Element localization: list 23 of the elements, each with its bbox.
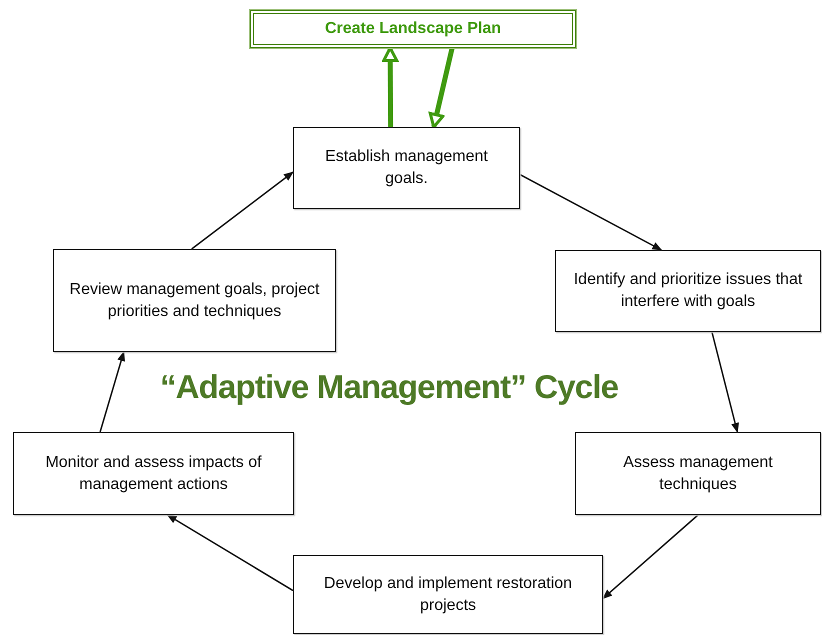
step-text: Review management goals, project priorities and techniques [68,280,320,322]
process-box [293,555,603,634]
step-text: Establish management goals. [324,147,489,189]
step-text: Monitor and assess impacts of management actions [44,452,263,494]
diagram-title: “Adaptive Management” Cycle [160,367,618,407]
process-box [293,127,520,209]
process-box [555,250,821,332]
plan-title: Create Landscape Plan [324,19,502,39]
arrow [520,174,662,251]
arrow [711,332,740,433]
process-box [53,249,336,352]
process-box [575,432,821,515]
arrow [602,514,698,600]
plan-box [250,10,576,48]
arrow [166,514,294,592]
arrow [191,172,294,250]
process-box [13,432,294,515]
arrow [99,351,126,432]
arrow [382,46,398,128]
arrow [428,47,455,128]
step-text: Assess management techniques [622,452,774,494]
step-text: Identify and prioritize issues that interfere with goals [572,270,804,312]
step-text: Develop and implement restoration projects [322,574,574,616]
